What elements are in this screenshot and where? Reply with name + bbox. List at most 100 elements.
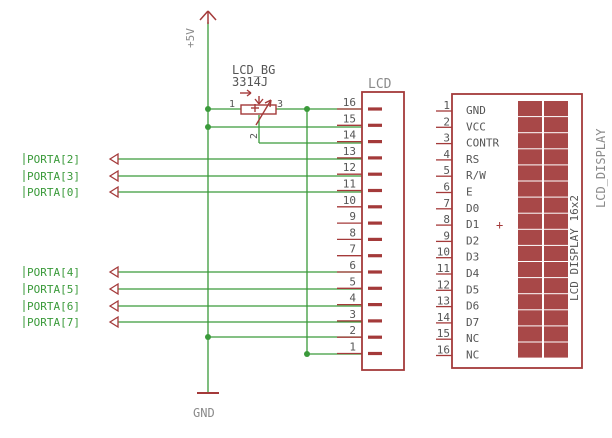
lcd-char-cell (544, 133, 568, 149)
port-label-text: PORTA[6] (27, 300, 80, 313)
lcd-display-pin[interactable]: 7 D0 (436, 197, 479, 215)
lcd-pin-number: 12 (437, 278, 450, 291)
connector-pin[interactable]: 12 (337, 161, 382, 176)
lcd-pin-number: 5 (443, 164, 450, 177)
lcd-char-cell (544, 326, 568, 342)
junction-dot (205, 334, 211, 340)
lcd-pin-number: 15 (437, 327, 450, 340)
junction-dot (304, 351, 310, 357)
lcd-char-cell (544, 197, 568, 213)
pin-contact (368, 172, 382, 176)
lcd-char-cell (544, 310, 568, 326)
port-label[interactable]: PORTA[0] (23, 185, 119, 199)
connector-pin-number: 16 (343, 96, 356, 109)
lcd-pin-name: D6 (466, 300, 479, 313)
port-label-text: PORTA[5] (27, 283, 80, 296)
connector-pin-number: 3 (349, 308, 356, 321)
port-label[interactable]: PORTA[6] (23, 299, 119, 313)
port-label[interactable]: PORTA[4] (23, 265, 119, 279)
port-label[interactable]: PORTA[5] (23, 282, 119, 296)
connector-pin[interactable]: 3 (337, 308, 382, 323)
port-label-text: PORTA[2] (27, 153, 80, 166)
pot-pin1-label: 1 (229, 99, 235, 110)
connector-pin[interactable]: 6 (337, 259, 382, 274)
pin-contact (368, 107, 382, 111)
lcd-pin-name: D5 (466, 283, 479, 296)
connector-pin[interactable]: 11 (337, 178, 382, 193)
connector-pin[interactable]: 5 (337, 275, 382, 290)
pin-contact (368, 319, 382, 323)
connector-pin[interactable]: 1 (337, 341, 382, 356)
port-label[interactable]: PORTA[2] (23, 152, 119, 166)
connector-pin[interactable]: 10 (337, 194, 382, 209)
lcd-display-pin[interactable]: 1 GND (436, 99, 486, 117)
lcd-char-cell (518, 342, 542, 358)
lcd-pin-number: 4 (443, 148, 450, 161)
connector-pin[interactable]: 8 (337, 226, 382, 241)
lcd-display-pin[interactable]: 5 R/W (436, 164, 486, 182)
lcd-display-body[interactable] (451, 93, 583, 369)
port-label[interactable]: PORTA[7] (23, 315, 119, 329)
lcd-pin-name: RS (466, 153, 479, 166)
lcd-pin-number: 3 (443, 132, 450, 145)
lcd-pin-number: 7 (443, 197, 450, 210)
lcd-pin-number: 10 (437, 246, 450, 259)
lcd-pin-name: GND (466, 104, 486, 117)
port-flag-icon (108, 152, 119, 166)
connector-pin-number: 8 (349, 226, 356, 239)
port-flag-icon (108, 299, 119, 313)
port-label[interactable]: PORTA[3] (23, 169, 119, 183)
port-label-text: PORTA[0] (27, 186, 80, 199)
lcd-char-cell (518, 229, 542, 245)
port-flag-icon (108, 315, 119, 329)
connector-pin-number: 7 (349, 243, 356, 256)
connector-pin[interactable]: 2 (337, 324, 382, 339)
lcd-pin-name: D0 (466, 202, 479, 215)
junction-dot (205, 124, 211, 130)
lcd-char-cell (518, 245, 542, 261)
connector-pin[interactable]: 15 (337, 112, 382, 127)
power-label: +5V (184, 28, 197, 48)
connector-pin-number: 5 (349, 275, 356, 288)
lcd-char-cell (544, 101, 568, 117)
connector-pin-number: 14 (343, 129, 357, 142)
lcd-char-cell (518, 278, 542, 294)
connector-body[interactable] (361, 91, 405, 371)
lcd-pin-name: R/W (466, 169, 486, 182)
power-symbol[interactable] (199, 10, 217, 24)
connector-pin[interactable]: 4 (337, 292, 382, 307)
lcd-char-cell (518, 294, 542, 310)
lcd-char-cell (518, 197, 542, 213)
lcd-pin-name: D4 (466, 267, 480, 280)
potentiometer[interactable] (240, 89, 277, 126)
connector-pin[interactable]: 9 (337, 210, 382, 225)
connector-pin[interactable]: 14 (337, 129, 382, 144)
lcd-pin-number: 6 (443, 181, 450, 194)
connector-pin-number: 15 (343, 112, 356, 125)
lcd-char-cell (518, 262, 542, 278)
pin-contact (368, 123, 382, 127)
connector-pin[interactable]: 7 (337, 243, 382, 258)
lcd-char-cell (518, 117, 542, 133)
lcd-pin-number: 1 (443, 99, 450, 112)
lcd-char-cell (544, 262, 568, 278)
lcd-display-pin[interactable]: 15 NC (436, 327, 479, 345)
connector-pin[interactable]: 13 (337, 145, 382, 160)
pin-contact (368, 205, 382, 209)
lcd-pin-name: NC (466, 332, 479, 345)
connector-pin[interactable]: 16 (337, 96, 382, 111)
connector-pin-number: 2 (349, 324, 356, 337)
lcd-display-pin[interactable]: 12 D5 (436, 278, 479, 296)
connector-pin-number: 13 (343, 145, 356, 158)
lcd-display-pin[interactable]: 4 RS (436, 148, 479, 166)
